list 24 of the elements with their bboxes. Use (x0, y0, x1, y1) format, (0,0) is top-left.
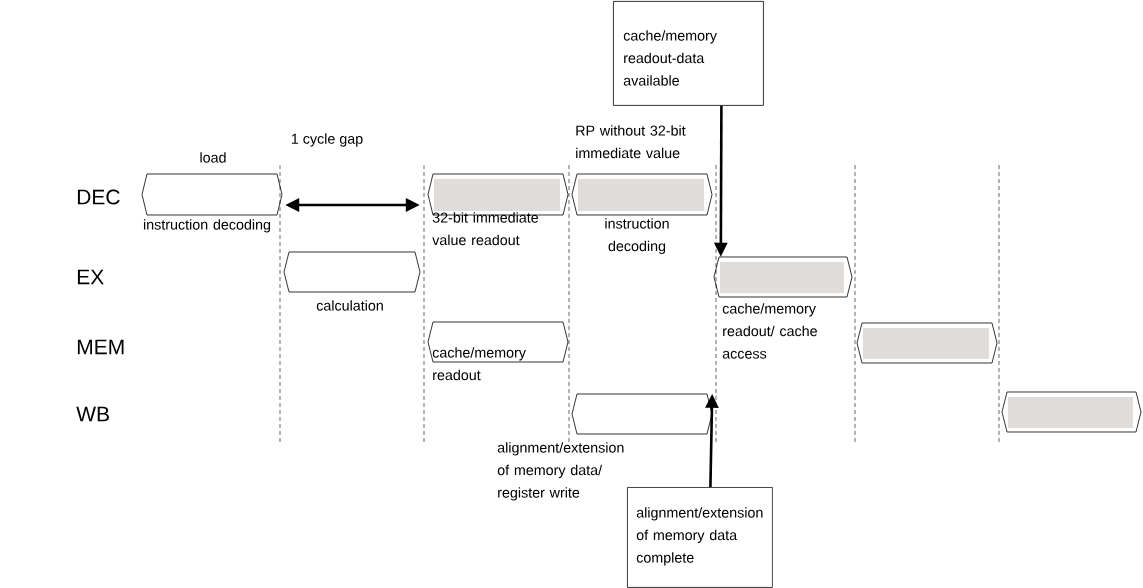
note-box: cache/memory readout-data available (613, 1, 764, 106)
hexagon-bar (141, 173, 283, 216)
shaded-hexagon-bar (713, 256, 853, 298)
edge-label: 1 cycle gap (289, 132, 365, 148)
node-label: cache/memory readout (432, 347, 526, 381)
node-label: instruction decoding (143, 219, 271, 233)
hexagon-bar (571, 393, 713, 435)
stage-label: DEC (77, 189, 120, 205)
node-label: RP without 32-bit immediate value (576, 125, 686, 159)
node-label: cache/memory readout/ cache access (722, 303, 817, 359)
stage-label: WB (76, 406, 109, 422)
hexagon-bar (427, 321, 569, 363)
node-label: instruction decoding (605, 218, 669, 254)
shaded-hexagon-bar (571, 173, 713, 216)
node-label: 32-bit immediate value readout (432, 212, 539, 246)
stage-label: MEM (77, 339, 124, 355)
node-label: calculation (316, 300, 383, 311)
hexagon-bar (283, 251, 421, 293)
shaded-hexagon-bar (1001, 391, 1142, 433)
stage-label: EX (77, 269, 104, 285)
note-box: alignment/extension of memory data complete (627, 487, 773, 588)
node-label: load (200, 152, 226, 163)
node-label: alignment/extension of memory data/ register write (497, 442, 624, 501)
shaded-hexagon-bar (856, 322, 998, 364)
